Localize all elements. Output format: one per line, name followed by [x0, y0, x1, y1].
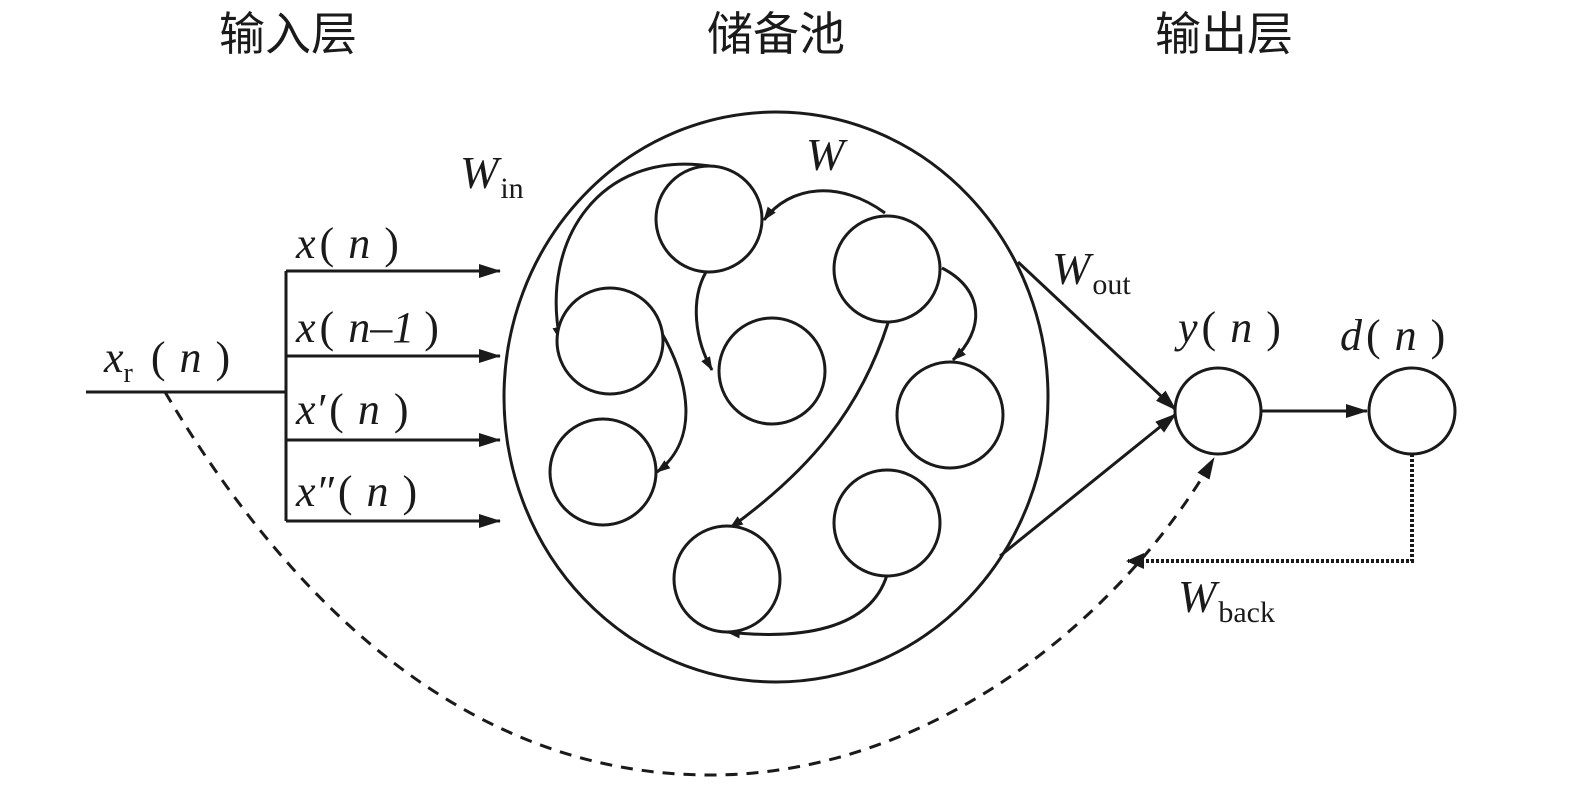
- output-neuron-y: [1173, 366, 1263, 456]
- direct-input-output-path: [163, 391, 1216, 777]
- reservoir-neuron-4: [717, 316, 827, 426]
- w-back-label: Wback: [1178, 571, 1275, 629]
- reservoir-edge-5: [941, 266, 978, 362]
- reservoir-neuron-8: [672, 524, 782, 634]
- input-connections: [86, 264, 501, 528]
- w-in-label: Win: [460, 147, 524, 205]
- feedback-path: [1128, 454, 1414, 563]
- output-neuron-d: [1367, 366, 1457, 456]
- reservoir-edge-3: [694, 271, 714, 371]
- reservoir-neuron-7: [832, 468, 942, 578]
- reservoir-edge-2: [762, 189, 886, 221]
- x3-label: x″(n): [295, 467, 417, 516]
- input-layer-heading: 输入层: [219, 7, 357, 61]
- reservoir-edge-4: [656, 329, 688, 474]
- reservoir-neuron-5: [895, 360, 1005, 470]
- reservoir-neuron-2: [832, 214, 942, 324]
- x0-label: x(n): [295, 219, 399, 268]
- output-edge-bottom: [999, 412, 1177, 558]
- reservoir-neuron-1: [654, 164, 764, 274]
- x2-label: x′(n): [295, 385, 408, 434]
- reservoir-edge-7: [726, 574, 889, 639]
- d-label: d(n): [1340, 311, 1445, 360]
- reservoir-edge-6: [729, 322, 890, 530]
- reservoir: [502, 110, 1050, 684]
- w-out-label: Wout: [1052, 243, 1131, 301]
- reservoir-neuron-3: [555, 286, 665, 396]
- w-label: W: [806, 129, 848, 180]
- y-label: y(n): [1174, 303, 1281, 352]
- output-layer-heading: 输出层: [1155, 7, 1293, 61]
- reservoir-heading: 储备池: [707, 7, 845, 61]
- reservoir-boundary: [502, 110, 1050, 684]
- xr-label: xr(n): [103, 333, 230, 389]
- reservoir-neuron-6: [548, 417, 658, 527]
- output-edge-top: [1016, 260, 1178, 412]
- feedback-arrowhead: [1126, 553, 1144, 569]
- reservoir-edge-1: [552, 162, 711, 341]
- x1-label: x(n–1): [295, 303, 439, 352]
